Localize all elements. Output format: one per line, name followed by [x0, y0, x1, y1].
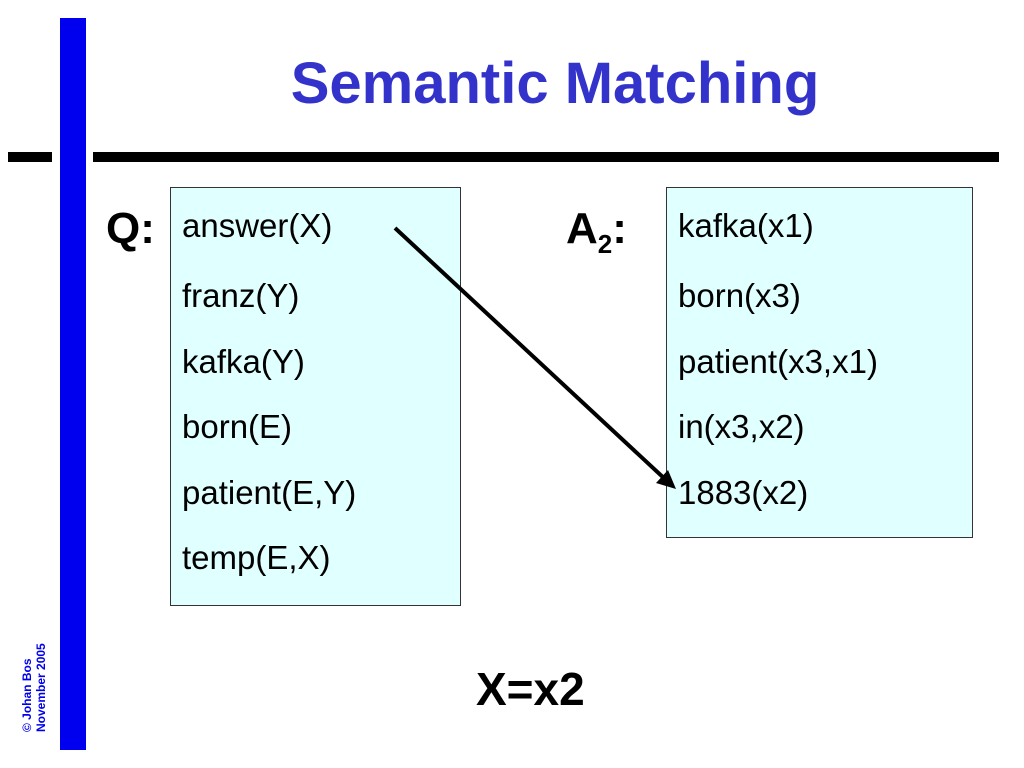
- answer-label: A2:: [566, 204, 627, 269]
- answer-predicate: born(x3): [678, 277, 801, 314]
- query-predicate: born(E): [182, 408, 293, 445]
- query-box: answer(X) franz(Y) kafka(Y) born(E) pati…: [170, 187, 461, 606]
- answer-predicate: in(x3,x2): [678, 408, 805, 445]
- slide-title: Semantic Matching: [290, 51, 820, 116]
- copyright-notice: © Johan Bos November 2005: [20, 643, 48, 732]
- answer-predicate: kafka(x1): [678, 207, 814, 244]
- query-predicate: patient(E,Y): [182, 473, 357, 511]
- answer-label-subscript: 2: [597, 229, 613, 259]
- left-accent-bar: [60, 18, 86, 750]
- query-predicate: answer(X): [182, 207, 333, 244]
- title-underline-right: [93, 152, 999, 162]
- answer-box: kafka(x1) born(x3) patient(x3,x1) in(x3,…: [666, 187, 973, 538]
- match-result: X=x2: [476, 663, 585, 715]
- title-underline-left: [8, 152, 52, 162]
- copyright-date: November 2005: [34, 643, 48, 732]
- query-predicate: temp(E,X): [182, 539, 331, 576]
- query-predicate: kafka(Y): [182, 342, 305, 380]
- copyright-author: © Johan Bos: [20, 658, 34, 732]
- answer-label-colon: :: [612, 204, 627, 253]
- query-label: Q:: [106, 204, 155, 253]
- query-predicate: franz(Y): [182, 277, 300, 314]
- answer-label-main: A: [566, 204, 598, 253]
- answer-predicate: patient(x3,x1): [678, 342, 878, 380]
- answer-predicate: 1883(x2): [678, 473, 809, 511]
